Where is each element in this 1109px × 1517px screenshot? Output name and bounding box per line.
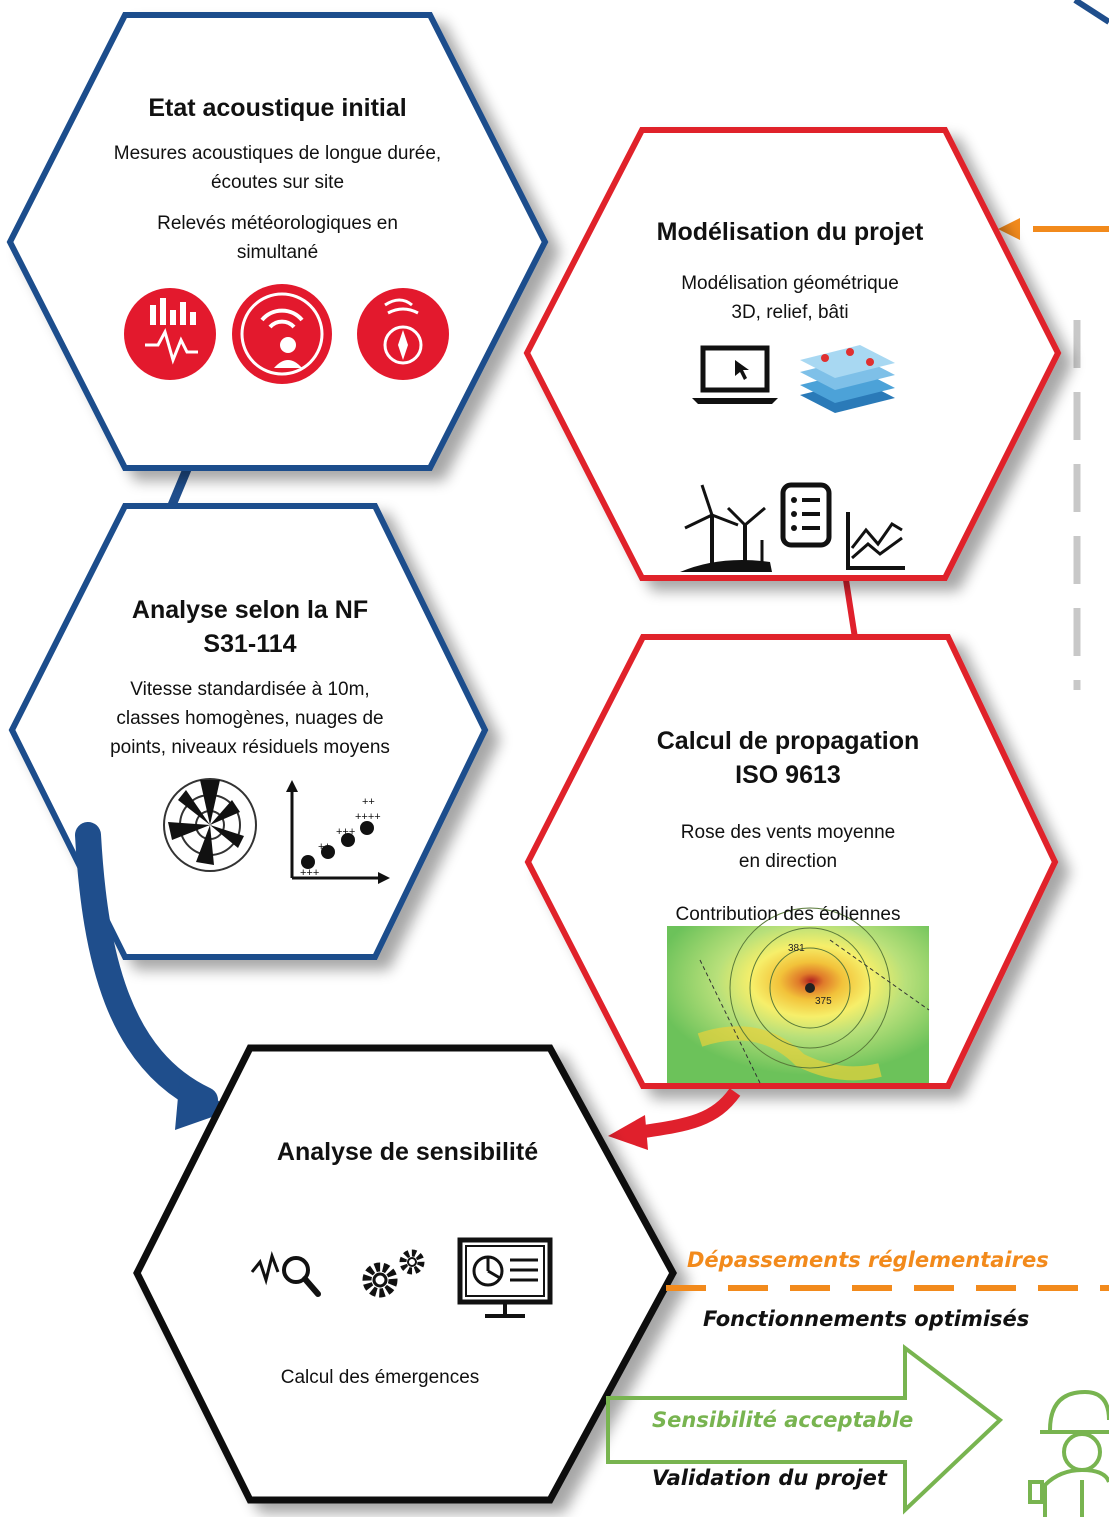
fonctionnements-label: Fonctionnements optimisés [703,1307,1030,1331]
analyse-nf-text-block: Analyse selon la NF S31-114 Vitesse stan… [105,593,395,762]
modelisation-title: Modélisation du projet [656,218,924,246]
blue-arrow-head [175,1075,232,1130]
laptop-icon [692,345,778,404]
etat-title: Etat acoustique initial [148,94,407,122]
wind-turbines-icon [680,484,772,572]
calcul-line2: Contribution des éoliennes [675,904,901,925]
weather-wind-compass-icon [357,288,449,380]
modelisation-text-block: Modélisation du projet Modélisation géom… [630,215,950,327]
list-document-icon [780,482,832,548]
noise-contour-map: 381 375 [667,907,930,1084]
sensibilite-title-block: Analyse de sensibilité [230,1135,585,1169]
calcul-title: Calcul de propagation ISO 9613 [656,727,920,789]
map-label-381: 381 [788,943,805,954]
sensibilite-acceptable-label: Sensibilité acceptable [652,1408,914,1432]
etat-line1: Mesures acoustiques de longue durée, éco… [113,143,442,193]
hexagon-modelisation [523,127,1062,581]
modelisation-line1: Modélisation géométrique 3D, relief, bât… [681,273,899,323]
sound-level-meter-icon [124,288,216,380]
red-arrow-curve [639,1088,741,1139]
hexagon-analyse-nf [8,503,489,960]
orange-arrow-head [998,218,1020,240]
hexagon-analyse-sensibilite [133,1044,677,1504]
corner-connector-line [1073,0,1109,25]
scatter-plot-icon: +++ ++ +++ ++++ ++ [286,780,390,884]
validation-label: Validation du projet [652,1466,887,1490]
wind-rose-icon [163,778,257,872]
calcul-line1: Rose des vents moyenne en direction [680,822,896,872]
calcul-text-block: Calcul de propagation ISO 9613 Rose des … [628,724,948,929]
svg-text:++++: ++++ [355,811,381,823]
map-label-375: 375 [815,996,832,1007]
dashboard-monitor-icon [457,1237,553,1318]
connector-modelisation-calcul [843,579,858,639]
sensibilite-line1: Calcul des émergences [280,1367,480,1388]
listening-on-site-icon [232,284,332,384]
depassements-label: Dépassements réglementaires [687,1248,1049,1272]
svg-text:++: ++ [362,796,375,808]
gears-icon [362,1249,425,1298]
blue-arrow-curve [75,822,218,1113]
sensibilite-line1-wrap: Calcul des émergences [215,1363,545,1392]
svg-text:+++: +++ [336,826,355,838]
line-chart-icon [846,512,905,570]
svg-text:++: ++ [318,841,331,853]
green-validation-arrow [606,1343,1004,1515]
terrain-layers-icon [800,345,895,413]
etat-line2: Relevés météorologiques en simultané [157,213,398,263]
engineer-icon [1028,1389,1109,1517]
analyse-nf-line1: Vitesse standardisée à 10m, classes homo… [110,679,390,758]
sensibilite-title: Analyse de sensibilité [276,1138,539,1166]
analyse-nf-title: Analyse selon la NF S31-114 [131,596,369,658]
etat-text-block: Etat acoustique initial Mesures acoustiq… [90,91,465,267]
signal-search-icon [250,1250,321,1297]
red-arrow-head [608,1115,648,1150]
svg-text:+++: +++ [300,867,319,879]
